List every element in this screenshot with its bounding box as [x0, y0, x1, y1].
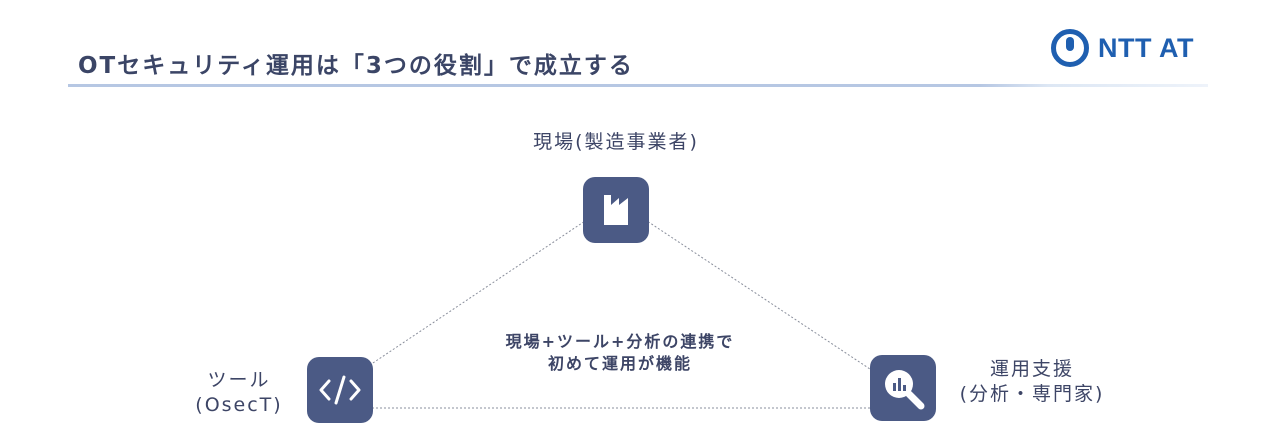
center-caption-line1: 現場+ツール+分析の連携で	[505, 332, 735, 351]
ntt-logo-icon	[1051, 29, 1089, 67]
title-underline	[68, 84, 1208, 87]
magnifier-chart-icon	[885, 370, 925, 410]
field-node	[583, 177, 649, 243]
factory-icon	[604, 195, 628, 225]
support-label-line1: 運用支援	[989, 358, 1074, 380]
tool-node	[307, 357, 373, 423]
tool-node-label: ツール (OsecT)	[176, 368, 302, 418]
company-logo: NTT AT	[1050, 28, 1194, 68]
support-node-label: 運用支援 (分析・専門家)	[942, 357, 1122, 407]
top-node-label: 現場(製造事業者)	[533, 131, 699, 153]
page-title: OTセキュリティ運用は「3つの役割」で成立する	[78, 53, 634, 79]
tool-label-line2: (OsecT)	[195, 394, 283, 416]
center-caption-line2: 初めて運用が機能	[547, 354, 692, 373]
center-caption: 現場+ツール+分析の連携で 初めて運用が機能	[450, 331, 790, 375]
code-icon	[319, 375, 361, 405]
connector-top-left	[351, 214, 595, 378]
support-node	[870, 355, 936, 421]
support-label-line2: (分析・専門家)	[959, 383, 1105, 405]
logo-text: NTT AT	[1098, 32, 1194, 63]
tool-label-line1: ツール	[207, 369, 271, 391]
